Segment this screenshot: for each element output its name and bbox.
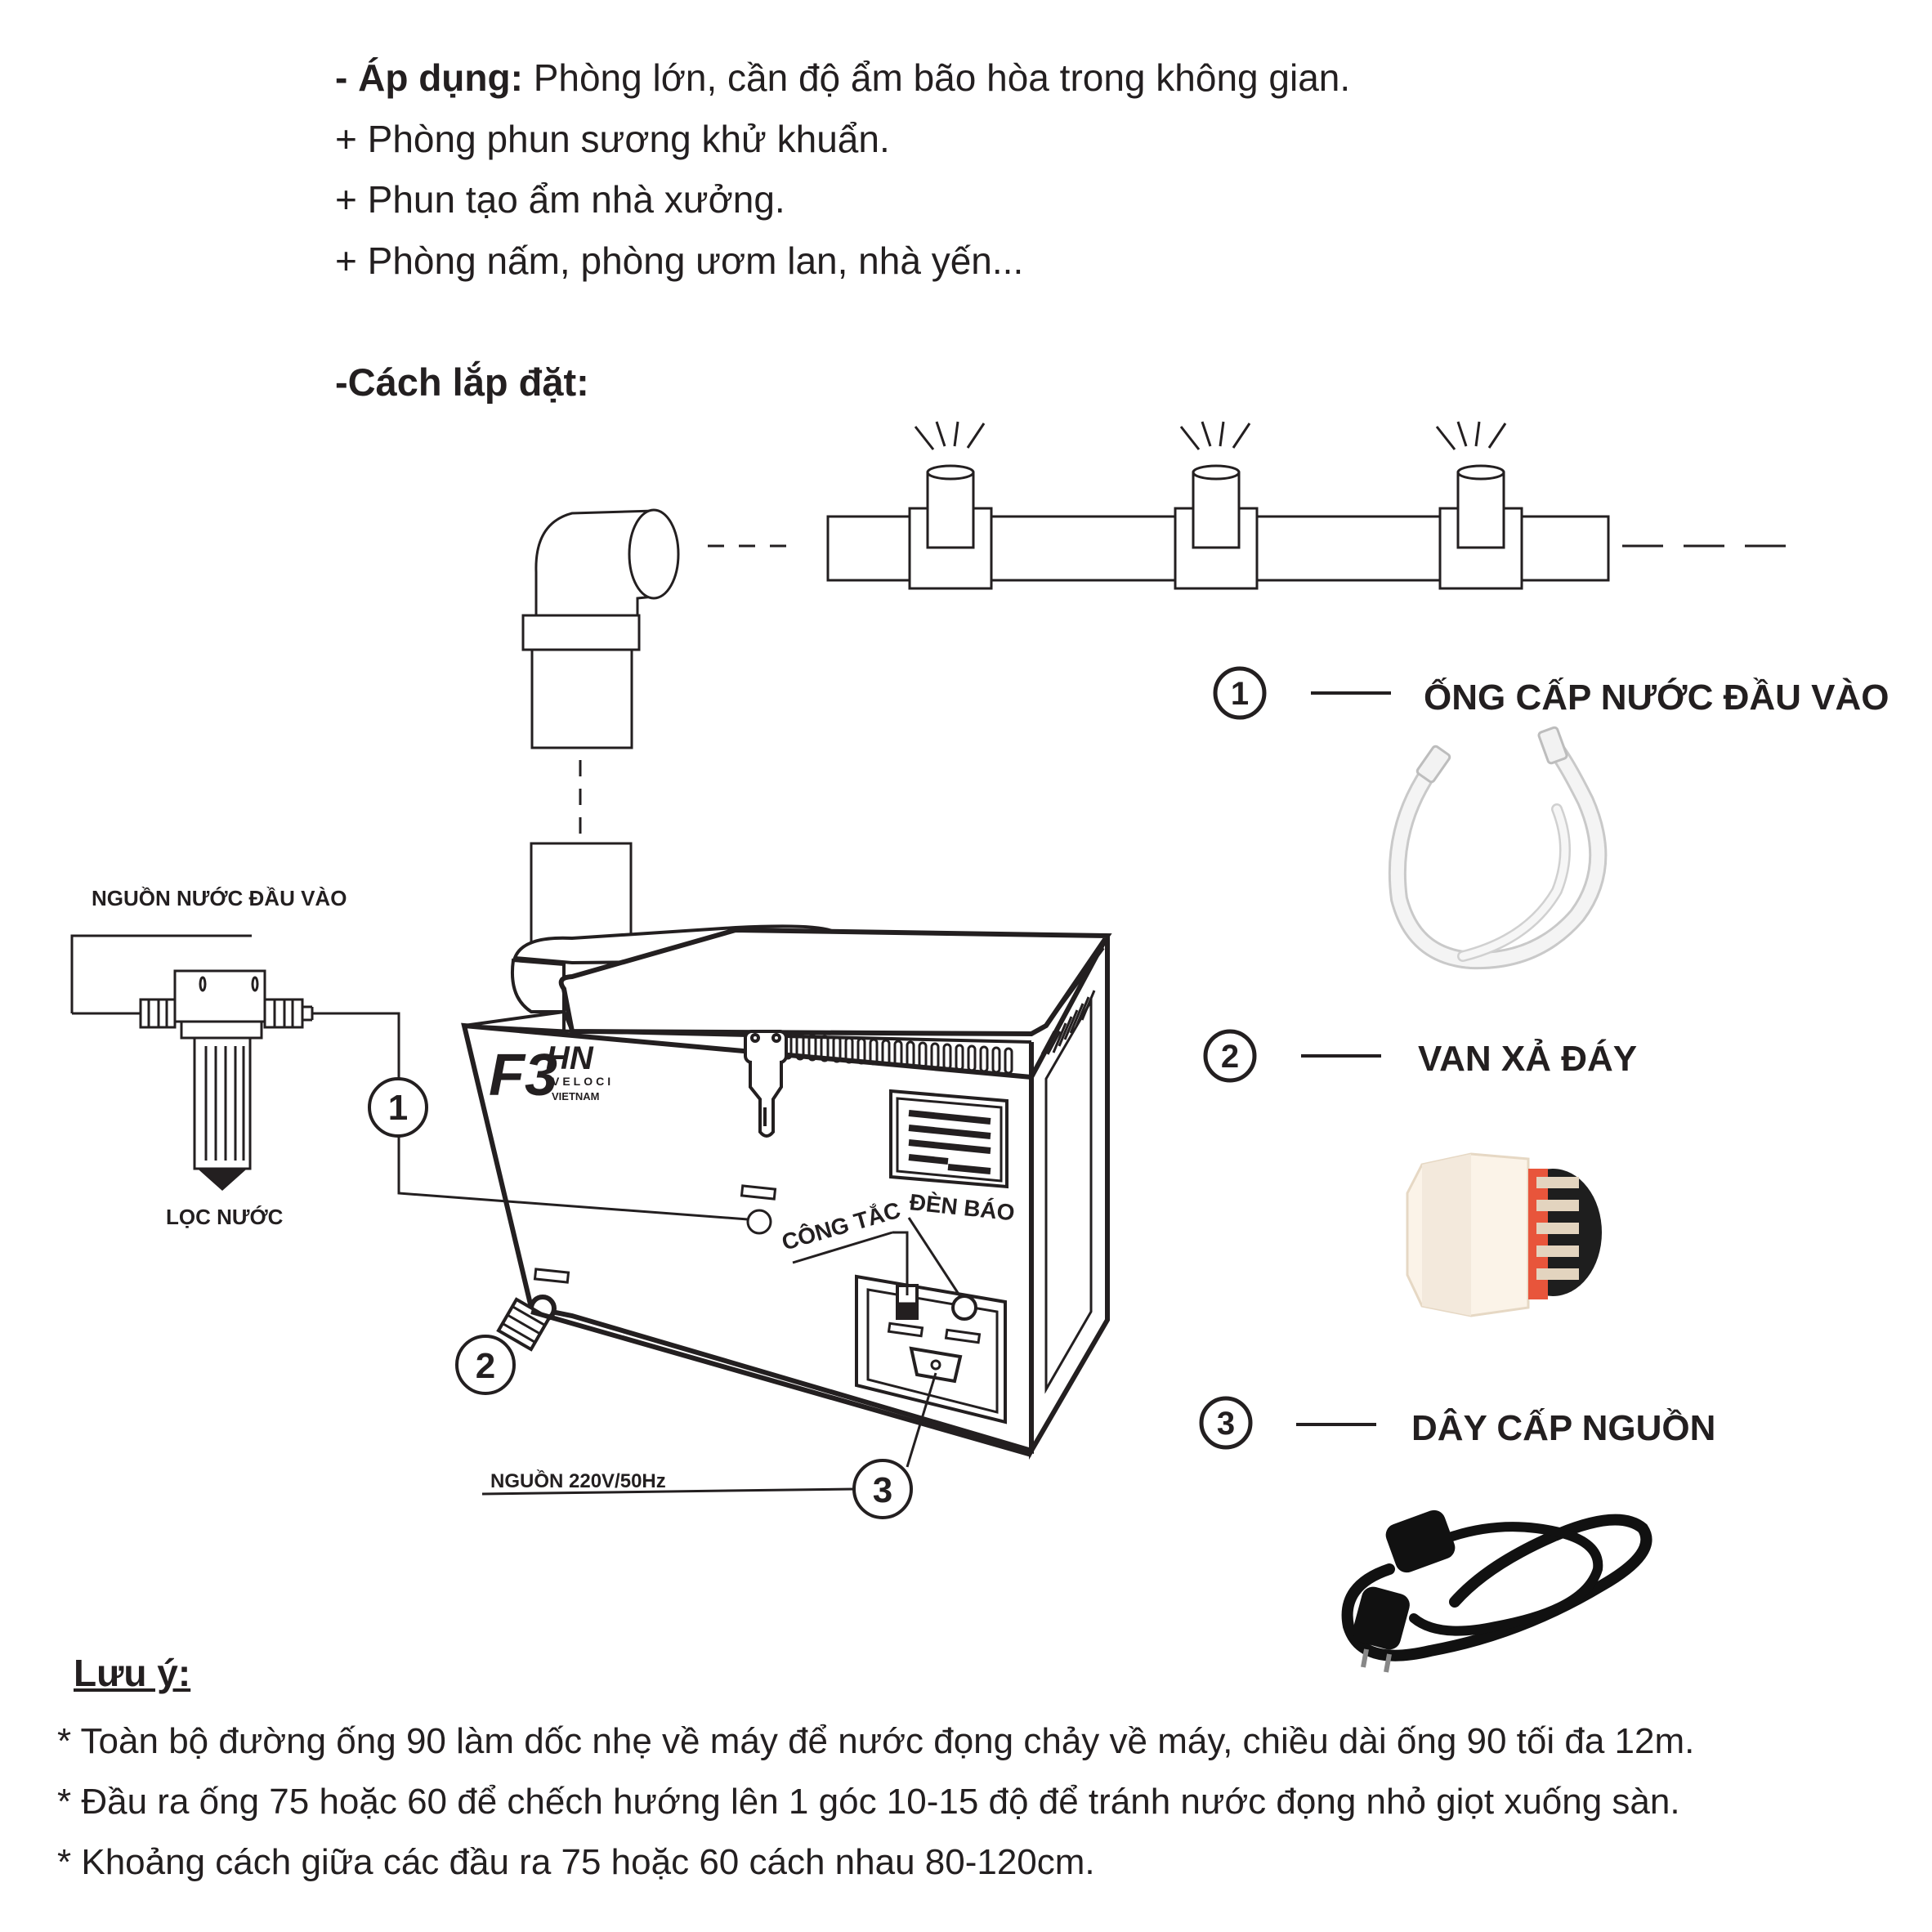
- callout-2: 2: [455, 1335, 516, 1395]
- apply-item: + Phun tạo ẩm nhà xưởng.: [335, 178, 785, 221]
- valve-image: [1406, 1152, 1602, 1317]
- power-socket: [909, 1346, 963, 1384]
- water-filter: [70, 934, 749, 1221]
- water-inlet-port: [746, 1209, 772, 1235]
- indicator-light: [951, 1295, 977, 1321]
- display-grille: [889, 1089, 1008, 1189]
- brand-logo: F3 HN VELOCI VIETNAM: [489, 1040, 614, 1108]
- brand-sub2: VIETNAM: [552, 1090, 600, 1102]
- power-cable-image: [1341, 1509, 1652, 1673]
- legend-label-2: VAN XẢ ĐÁY: [1418, 1038, 1637, 1079]
- svg-text:2: 2: [1221, 1039, 1239, 1075]
- svg-text:2: 2: [476, 1346, 495, 1386]
- brand-name: HN: [546, 1040, 594, 1076]
- svg-text:3: 3: [873, 1470, 892, 1510]
- brand-mark: F3: [489, 1043, 557, 1108]
- power-supply-label: NGUỒN 220V/50Hz: [490, 1469, 666, 1492]
- svg-text:1: 1: [388, 1088, 408, 1128]
- humidifier-machine: F3 HN VELOCI VIETNAM: [461, 924, 1112, 1460]
- apply-item: + Phòng phun sương khử khuẩn.: [335, 118, 890, 160]
- outlet-pipe: [708, 421, 1786, 590]
- svg-text:1: 1: [1231, 676, 1249, 712]
- apply-label: - Áp dụng:: [335, 56, 523, 99]
- apply-text: Phòng lớn, cần độ ẩm bão hòa trong không…: [522, 56, 1351, 99]
- svg-text:3: 3: [1217, 1406, 1235, 1442]
- hose-image: [1388, 726, 1608, 970]
- brand-sub1: VELOCI: [552, 1075, 614, 1088]
- install-title: -Cách lắp đặt:: [335, 360, 589, 404]
- apply-line: - Áp dụng: Phòng lớn, cần độ ẩm bão hòa …: [335, 59, 1350, 96]
- legend-item-3: 3 DÂY CẤP NGUỒN: [1199, 1396, 1715, 1450]
- note-item: * Khoảng cách giữa các đầu ra 75 hoặc 60…: [57, 1842, 1095, 1882]
- lid-latch: [744, 1030, 788, 1138]
- legend-label-3: DÂY CẤP NGUỒN: [1411, 1407, 1715, 1448]
- legend-label-1: ỐNG CẤP NƯỚC ĐẦU VÀO: [1424, 676, 1890, 718]
- callout-3: 3: [481, 1372, 937, 1519]
- legend-item-1: 1 ỐNG CẤP NƯỚC ĐẦU VÀO: [1213, 666, 1890, 720]
- elbow-pipe: [521, 508, 680, 959]
- water-source-label: NGUỒN NƯỚC ĐẦU VÀO: [92, 886, 347, 910]
- front-vent: [783, 1032, 1013, 1075]
- control-panel: [855, 1274, 1007, 1424]
- note-item: * Đầu ra ống 75 hoặc 60 để chếch hướng l…: [57, 1782, 1680, 1822]
- callout-1: 1: [368, 1077, 428, 1138]
- filter-label: LỌC NƯỚC: [166, 1205, 284, 1229]
- note-title: Lưu ý:: [74, 1652, 191, 1694]
- legend-item-2: 2 VAN XẢ ĐÁY: [1203, 1029, 1637, 1083]
- note-item: * Toàn bộ đường ống 90 làm dốc nhẹ về má…: [57, 1721, 1695, 1761]
- apply-item: + Phòng nấm, phòng ươm lan, nhà yến...: [335, 239, 1024, 282]
